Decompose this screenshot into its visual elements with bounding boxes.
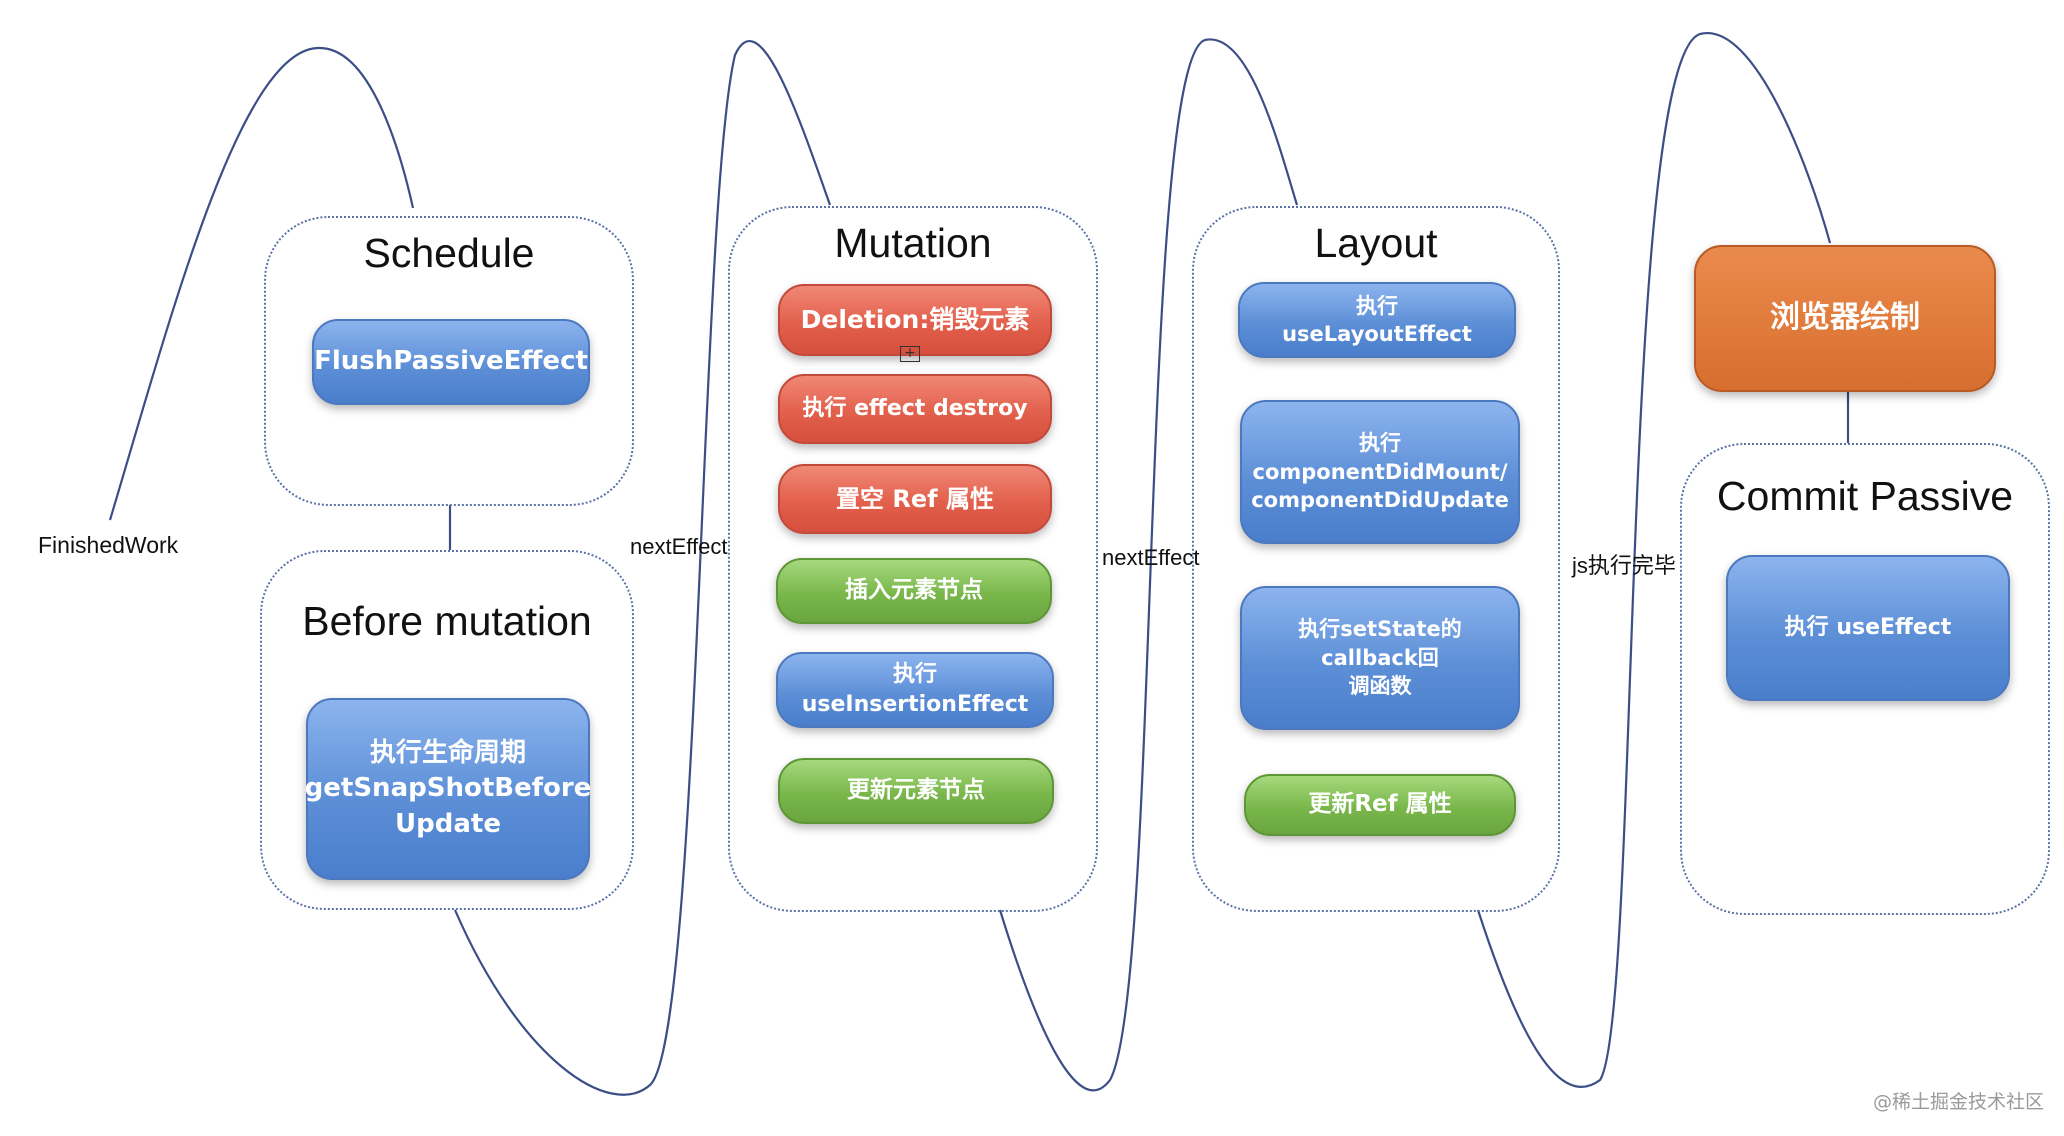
- panel-title-mutation: Mutation: [834, 220, 992, 266]
- panel-title-before-mutation: Before mutation: [302, 598, 592, 644]
- use-effect-node: 执行 useEffect: [1726, 555, 2010, 701]
- expand-box-icon[interactable]: +: [900, 346, 920, 362]
- effect-destroy-node: 执行 effect destroy: [778, 374, 1052, 444]
- get-snapshot-before-update-node: 执行生命周期 getSnapShotBefore Update: [305, 698, 591, 880]
- next-effect-label-1: nextEffect: [630, 534, 728, 559]
- js-done-label: js执行完毕: [1572, 553, 1676, 578]
- next-effect-label-2: nextEffect: [1102, 545, 1200, 570]
- panel-title-layout: Layout: [1314, 220, 1438, 266]
- update-element-node: 更新元素节点: [778, 758, 1054, 824]
- insert-element-node: 插入元素节点: [776, 558, 1052, 624]
- update-ref-node: 更新Ref 属性: [1244, 774, 1516, 836]
- clear-ref-node: 置空 Ref 属性: [778, 464, 1052, 534]
- connector-layout-to-commit-passive: [1476, 32, 1832, 1088]
- panel-title-commit-passive: Commit Passive: [1716, 473, 2014, 519]
- schedule-panel: Schedule FlushPassiveEffect: [264, 216, 634, 506]
- flush-passive-effect-node: FlushPassiveEffect: [312, 319, 590, 405]
- deletion-node: Deletion:销毁元素: [778, 284, 1052, 356]
- mutation-panel: Mutation Deletion:销毁元素 执行 effect destroy…: [728, 206, 1098, 912]
- commit-passive-panel: Commit Passive 执行 useEffect: [1680, 443, 2050, 915]
- connector-before-mutation-to-mutation: [453, 40, 832, 1096]
- browser-paint-node: 浏览器绘制: [1694, 245, 1996, 392]
- use-layout-effect-node: 执行 useLayoutEffect: [1238, 282, 1516, 358]
- watermark: @稀土掘金技术社区: [1872, 1091, 2044, 1113]
- panel-title-schedule: Schedule: [363, 230, 535, 276]
- layout-panel: Layout 执行 useLayoutEffect 执行 componentDi…: [1192, 206, 1560, 912]
- connector-mutation-to-layout: [998, 38, 1299, 1092]
- connector-finishedwork-to-schedule: [108, 46, 415, 521]
- before-mutation-panel: Before mutation 执行生命周期 getSnapShotBefore…: [260, 550, 634, 910]
- set-state-callback-node: 执行setState的callback回 调函数: [1240, 586, 1520, 730]
- use-insertion-effect-node: 执行 useInsertionEffect: [776, 652, 1054, 728]
- finished-work-label: FinishedWork: [38, 532, 179, 558]
- component-did-mount-update-node: 执行 componentDidMount/ componentDidUpdate: [1240, 400, 1520, 544]
